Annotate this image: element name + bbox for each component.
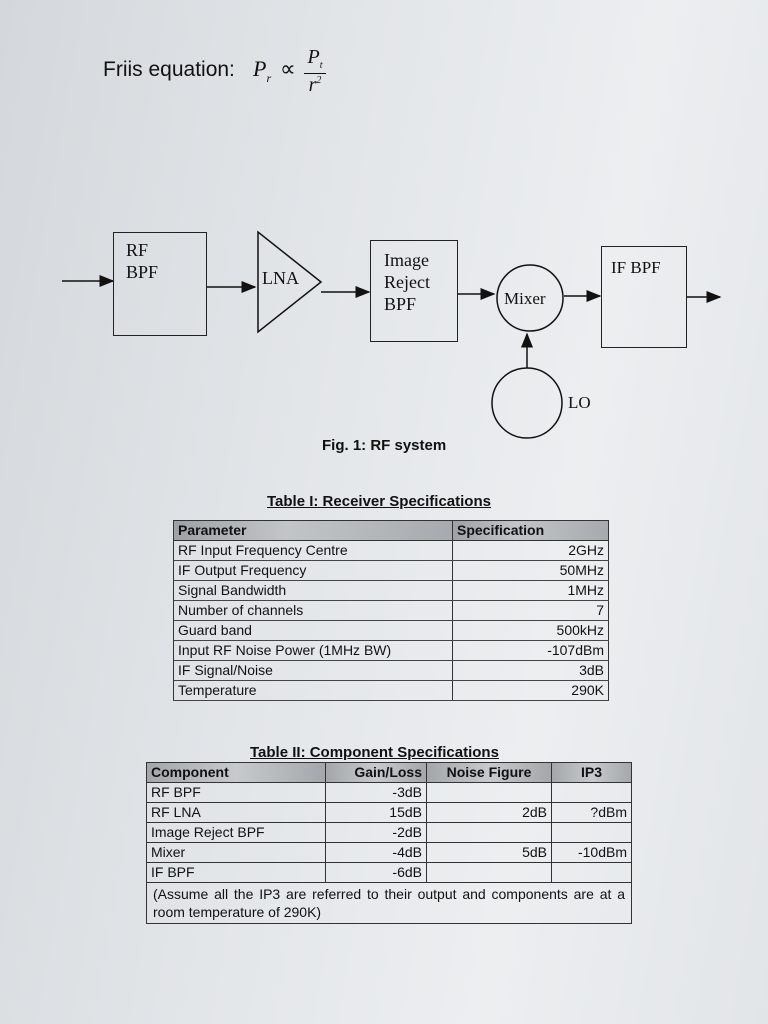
friis-denominator: r2 <box>308 74 322 96</box>
image-reject-bpf-block: Image Reject BPF <box>370 240 458 342</box>
lo-circle <box>491 367 563 439</box>
ip3-cell: ?dBm <box>551 802 632 823</box>
column-header: Parameter <box>173 520 453 541</box>
nf-cell <box>426 782 552 803</box>
spec-cell: 7 <box>452 600 609 621</box>
image-reject-line2: Reject <box>384 272 430 292</box>
spec-cell: 290K <box>452 680 609 701</box>
param-cell: Temperature <box>173 680 453 701</box>
component-cell: IF BPF <box>146 862 326 883</box>
table-row: IF BPF-6dB <box>146 862 632 883</box>
friis-lhs: P <box>253 56 267 81</box>
image-reject-line1: Image <box>384 250 429 270</box>
nf-cell <box>426 822 552 843</box>
table-header-row: Parameter Specification <box>173 520 609 541</box>
table-note: (Assume all the IP3 are referred to thei… <box>146 882 632 924</box>
rf-system-diagram <box>62 230 722 439</box>
ip3-cell <box>551 822 632 843</box>
column-header: Noise Figure <box>426 762 552 783</box>
column-header: IP3 <box>551 762 632 783</box>
spec-cell: 1MHz <box>452 580 609 601</box>
mixer-label: Mixer <box>504 289 546 308</box>
mixer-circle <box>496 264 564 332</box>
param-cell: Signal Bandwidth <box>173 580 453 601</box>
ip3-cell <box>551 782 632 803</box>
column-header: Specification <box>452 520 609 541</box>
nf-cell: 5dB <box>426 842 552 863</box>
proportional-symbol: ∝ <box>280 56 296 81</box>
friis-lhs-sub: r <box>266 71 272 85</box>
friis-label: Friis equation: <box>103 58 235 81</box>
receiver-spec-table: Parameter Specification RF Input Frequen… <box>173 520 609 701</box>
lna-triangle <box>257 230 323 334</box>
table-header-row: Component Gain/Loss Noise Figure IP3 <box>146 762 632 783</box>
friis-fraction: Pt r2 <box>304 46 326 99</box>
friis-formula: Pr ∝ Pt r2 <box>253 46 326 95</box>
gain-cell: -6dB <box>325 862 427 883</box>
table-row: RF BPF-3dB <box>146 782 632 803</box>
lo-label: LO <box>568 393 591 412</box>
component-cell: Image Reject BPF <box>146 822 326 843</box>
param-cell: IF Output Frequency <box>173 560 453 581</box>
rf-bpf-label-line1: RF <box>126 240 149 260</box>
rf-bpf-label-line2: BPF <box>126 262 159 282</box>
table-note-row: (Assume all the IP3 are referred to thei… <box>146 882 632 924</box>
param-cell: Input RF Noise Power (1MHz BW) <box>173 640 453 661</box>
nf-cell <box>426 862 552 883</box>
table-row: Input RF Noise Power (1MHz BW)-107dBm <box>173 640 609 661</box>
nf-cell: 2dB <box>426 802 552 823</box>
column-header: Gain/Loss <box>325 762 427 783</box>
param-cell: Number of channels <box>173 600 453 621</box>
param-cell: Guard band <box>173 620 453 641</box>
spec-cell: 50MHz <box>452 560 609 581</box>
gain-cell: -4dB <box>325 842 427 863</box>
table2-title: Table II: Component Specifications <box>250 744 499 761</box>
spec-cell: 2GHz <box>452 540 609 561</box>
if-bpf-label: IF BPF <box>611 258 661 277</box>
rf-bpf-block: RF BPF <box>113 232 207 336</box>
if-bpf-block: IF BPF <box>601 246 687 348</box>
gain-cell: 15dB <box>325 802 427 823</box>
gain-cell: -3dB <box>325 782 427 803</box>
image-reject-line3: BPF <box>384 294 417 314</box>
figure-caption: Fig. 1: RF system <box>322 437 447 454</box>
ip3-cell: -10dBm <box>551 842 632 863</box>
component-spec-table: Component Gain/Loss Noise Figure IP3 RF … <box>146 762 632 924</box>
table-row: Image Reject BPF-2dB <box>146 822 632 843</box>
component-cell: RF LNA <box>146 802 326 823</box>
spec-cell: -107dBm <box>452 640 609 661</box>
gain-cell: -2dB <box>325 822 427 843</box>
spec-cell: 500kHz <box>452 620 609 641</box>
ip3-cell <box>551 862 632 883</box>
component-cell: RF BPF <box>146 782 326 803</box>
param-cell: IF Signal/Noise <box>173 660 453 681</box>
table1-title: Table I: Receiver Specifications <box>267 493 491 510</box>
column-header: Component <box>146 762 326 783</box>
friis-numerator: Pt <box>307 46 323 71</box>
lna-label: LNA <box>262 268 299 288</box>
param-cell: RF Input Frequency Centre <box>173 540 453 561</box>
spec-cell: 3dB <box>452 660 609 681</box>
component-cell: Mixer <box>146 842 326 863</box>
